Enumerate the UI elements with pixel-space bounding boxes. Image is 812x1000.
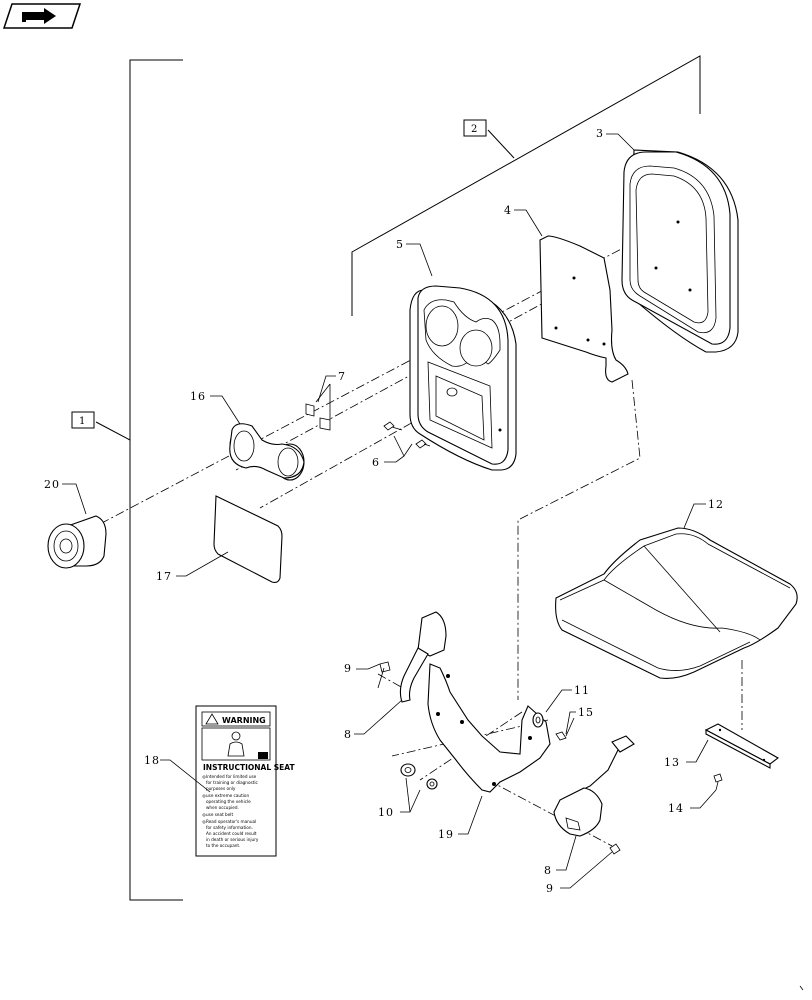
callout-1-label: 1: [79, 416, 85, 427]
next-page-arrow-icon[interactable]: [2, 3, 82, 29]
warning-triangle-icon: [205, 713, 219, 725]
callout-18: 18: [144, 754, 160, 767]
part-10-nuts: [400, 763, 438, 790]
part-7-clips: [305, 383, 331, 431]
decal-line: use seat belt: [206, 812, 233, 817]
callout-14: 14: [668, 802, 684, 815]
callout-11: 11: [574, 684, 590, 697]
callout-12: 12: [708, 498, 724, 511]
part-13-bracket-plate: [704, 723, 780, 769]
assembly-bracket-1: [95, 59, 183, 901]
decal-line: Intended for limited use: [206, 774, 257, 779]
part-8-belt-latch-right: [553, 735, 635, 837]
callout-3: 3: [596, 127, 604, 140]
part-4-back-plate: [539, 235, 629, 383]
part-14-screw: [713, 773, 723, 791]
part-19-seat-bracket: [427, 663, 551, 793]
callout-4: 4: [504, 204, 512, 217]
corner-mark: [799, 985, 804, 991]
callout-13: 13: [664, 756, 680, 769]
callout-5: 5: [396, 238, 404, 251]
callout-box-1: 1: [71, 411, 95, 429]
callout-6: 6: [372, 456, 380, 469]
callout-8-left: 8: [344, 728, 352, 741]
decal-line: for safety information.: [206, 825, 253, 830]
callout-19: 19: [438, 828, 454, 841]
part-20-knob: [47, 515, 107, 569]
decal-warning-label: WARNING: [222, 716, 266, 725]
part-17-pad: [213, 495, 283, 584]
part-6-screws: [383, 421, 431, 457]
callout-9-left: 9: [344, 662, 352, 675]
part-5-back-shell: [409, 285, 517, 471]
part-15-bolt: [555, 717, 575, 741]
callout-10: 10: [378, 806, 394, 819]
part-11-washer: [532, 712, 544, 728]
decal-line: An accident could result: [206, 831, 257, 836]
assembly-bracket-2: [351, 55, 701, 316]
part-12-seat-cushion: [555, 527, 798, 679]
decal-line: purposes only: [206, 786, 236, 791]
callout-9-right: 9: [546, 882, 554, 895]
callout-7: 7: [338, 370, 346, 383]
callout-17: 17: [156, 570, 172, 583]
decal-line: operating the vehicle: [206, 799, 251, 804]
part-16-cup-holder: [229, 423, 305, 481]
part-8-belt-buckle-left: [399, 611, 447, 703]
callout-labels: 3 4 5 7 6 16 20 17 12 9 8 11 15 10 19 13…: [44, 127, 724, 895]
decal-line: in death or serious injury: [206, 837, 259, 842]
decal-bullets: [202, 775, 206, 824]
part-18-warning-decal: WARNING INSTRUCTIONAL SEAT Intended for …: [195, 705, 295, 857]
callout-16: 16: [190, 390, 206, 403]
decal-line: when occupied.: [206, 805, 239, 810]
leader-lines: [62, 133, 717, 889]
callout-20: 20: [44, 478, 60, 491]
decal-line: Read operator's manual: [206, 819, 256, 824]
part-3-back-cushion: [621, 149, 739, 353]
callout-box-2: 2: [463, 119, 487, 137]
decal-line: to the occupant.: [206, 843, 240, 848]
part-9-bolt-right: [609, 843, 621, 855]
decal-lines: Intended for limited use for training or…: [206, 774, 259, 848]
callout-15: 15: [578, 706, 594, 719]
manual-book-icon: [258, 752, 268, 759]
part-9-bolt-left: [377, 661, 391, 689]
callout-2-label: 2: [471, 124, 477, 135]
callout-8-right: 8: [544, 864, 552, 877]
decal-title: INSTRUCTIONAL SEAT: [203, 763, 295, 772]
seated-person-icon: [227, 731, 245, 757]
decal-line: use extreme caution: [206, 793, 249, 798]
decal-line: for training or diagnostic: [206, 780, 259, 785]
